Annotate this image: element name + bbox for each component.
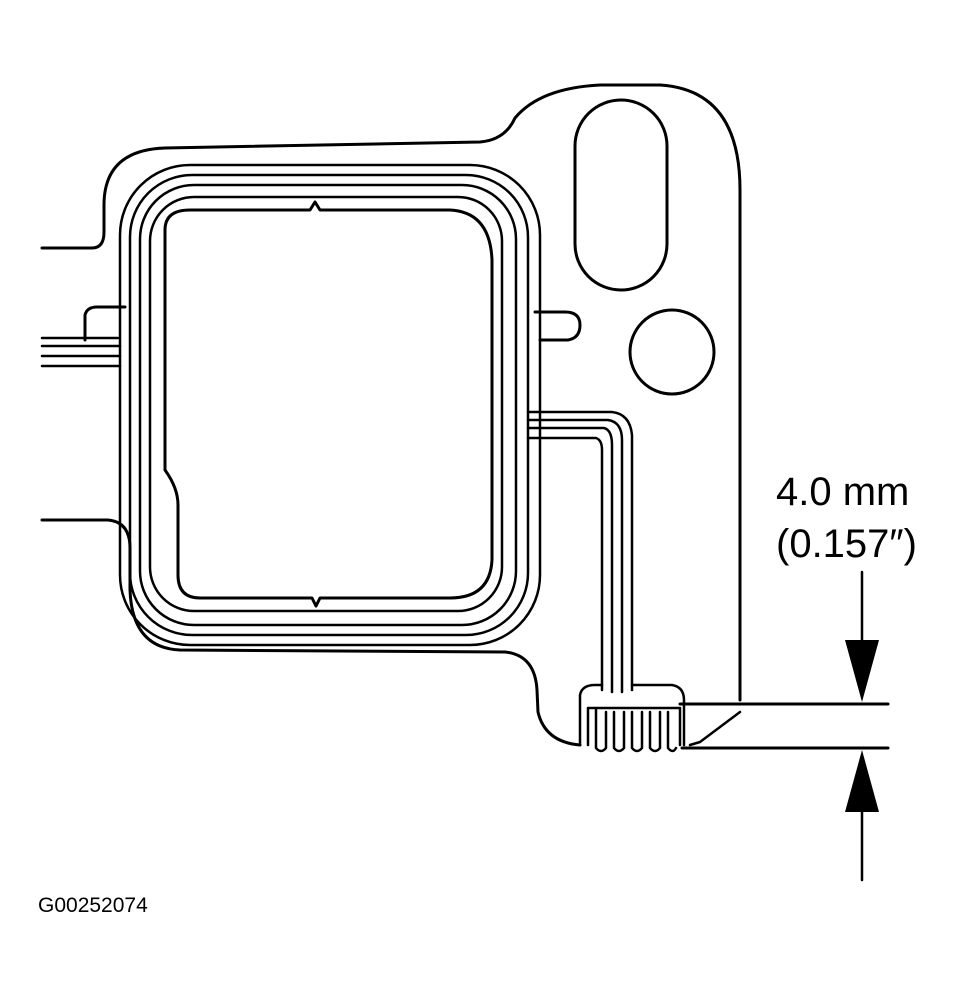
port-bead-4 [148, 195, 504, 613]
gasket-tab-left [83, 305, 127, 342]
bolt-hole [628, 308, 716, 396]
gasket-outline-bottom [40, 518, 582, 747]
arrow-head-up [845, 750, 879, 812]
port-bead-1 [118, 163, 542, 647]
dimension-metric-label: 4.0 mm [776, 470, 910, 514]
port-bead-3 [138, 183, 518, 627]
gasket-tab-right [533, 310, 582, 342]
channel-line-3 [526, 426, 614, 694]
indicator-edge [688, 710, 742, 747]
figure-id: G00252074 [38, 894, 148, 917]
dimension-imperial-label: (0.157″) [776, 522, 917, 566]
port-opening [163, 200, 494, 608]
indicator-tab [578, 683, 686, 747]
arrow-head-down [845, 640, 879, 702]
gasket-outline-top [40, 83, 742, 702]
port-bead-2 [128, 173, 530, 637]
indicator-fingers [586, 706, 682, 753]
channel-line-2 [526, 418, 624, 694]
channel-line-1 [526, 410, 634, 692]
slot-hole [573, 98, 669, 292]
channel-line-4 [526, 436, 604, 692]
